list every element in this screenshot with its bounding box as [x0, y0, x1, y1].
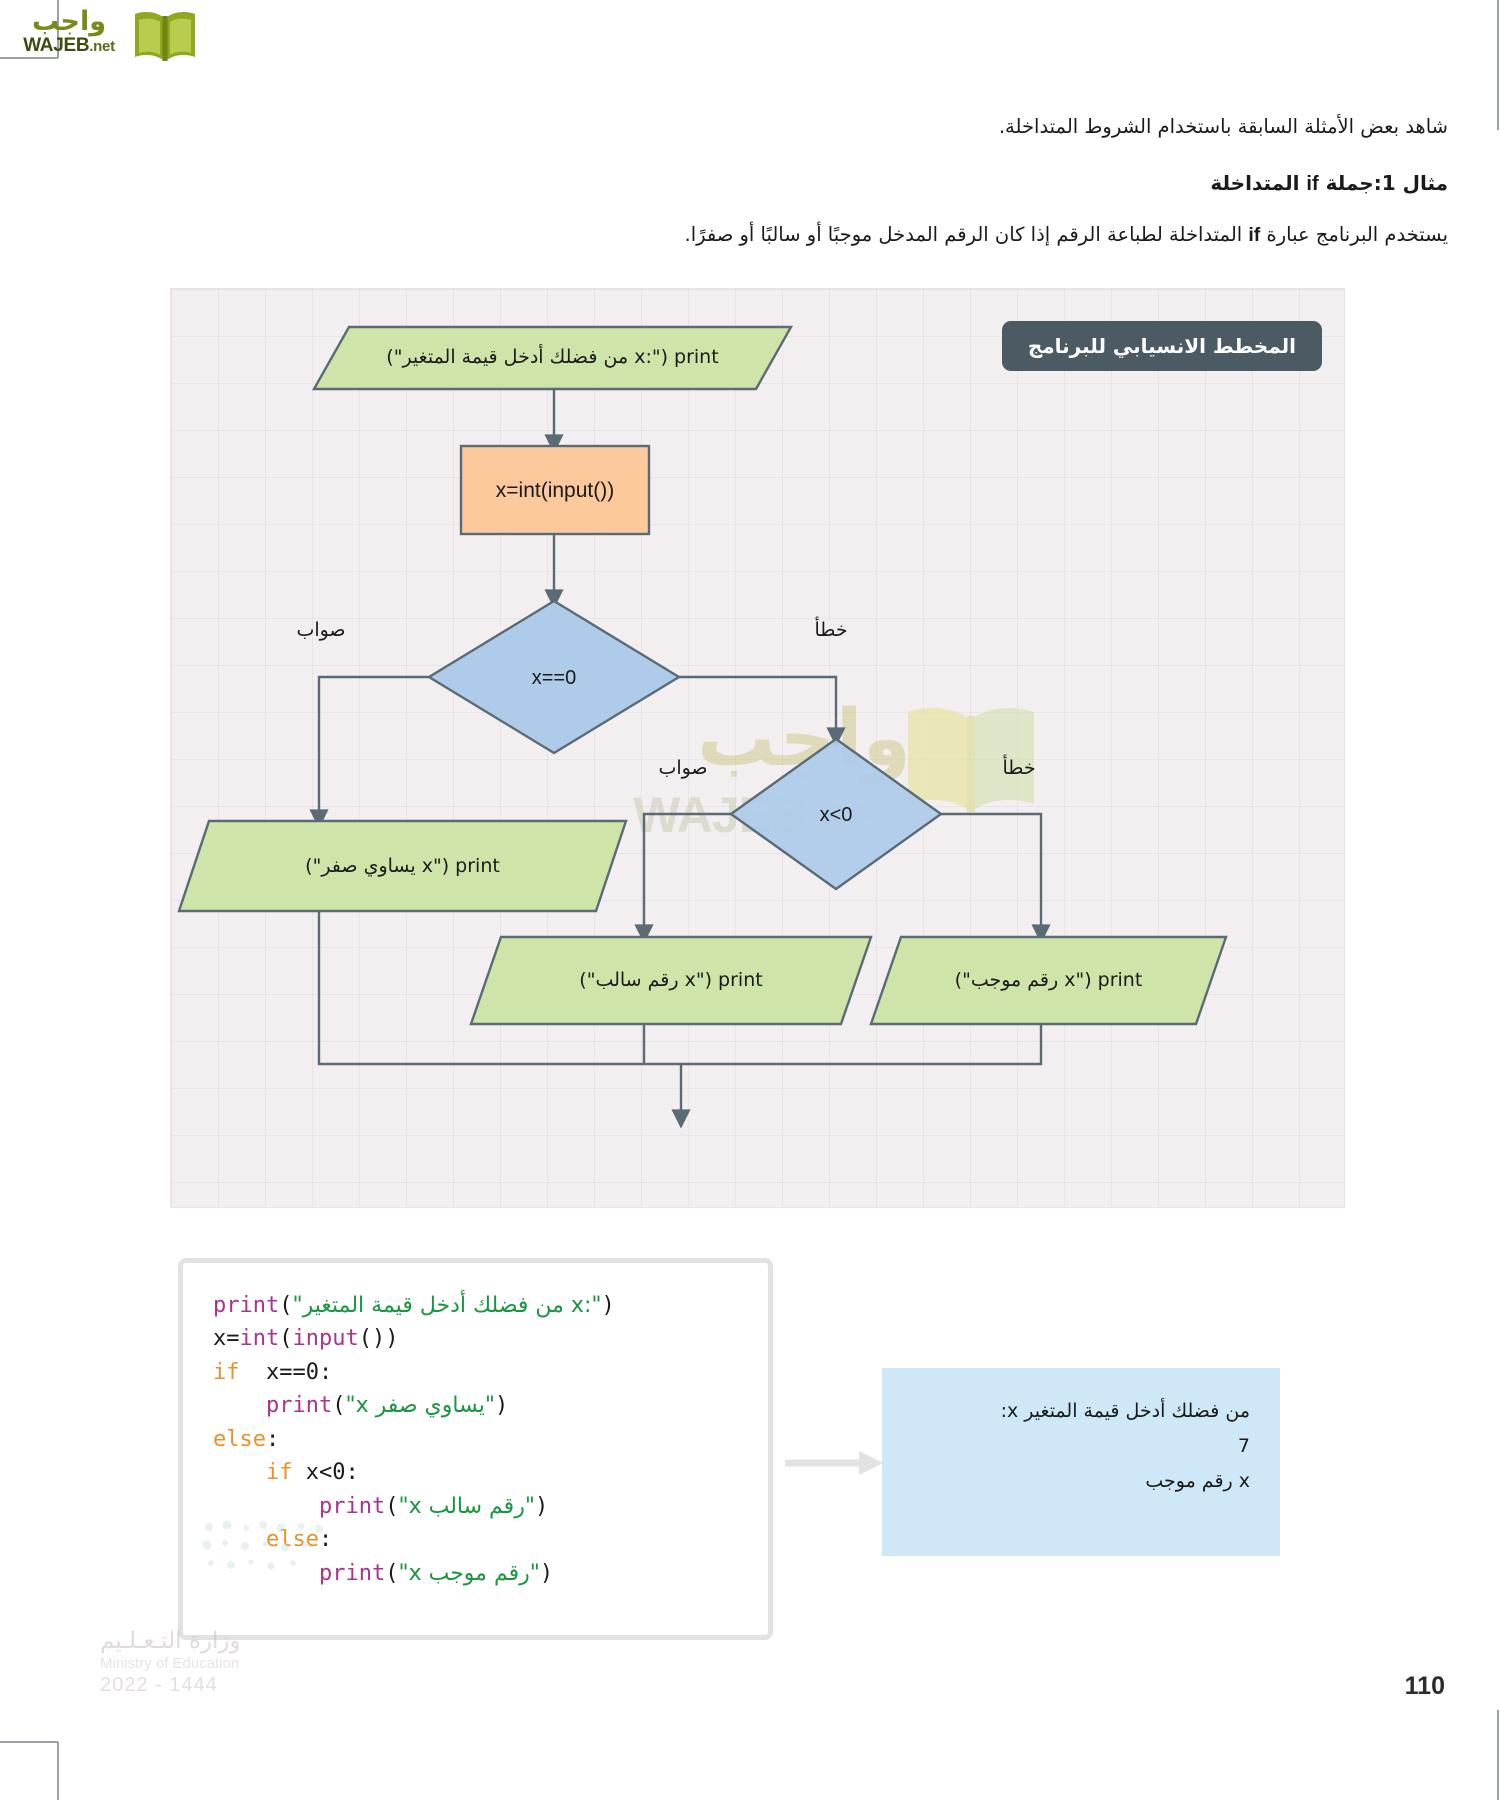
ministry-years: 2022 - 1444 [100, 1673, 218, 1696]
code-content: print("من فضلك أدخل قيمة المتغير x:") x=… [213, 1293, 615, 1586]
intro-lead: شاهد بعض الأمثلة السابقة باستخدام الشروط… [998, 115, 1448, 138]
crop-mark-top-left-vertical [57, 0, 59, 58]
flowchart-panel: واجب WAJEB.net [170, 288, 1345, 1208]
flowchart-graphics [177, 325, 1228, 1129]
wajeb-logo-english: WAJEB.net [23, 35, 115, 57]
wajeb-logo-arabic: واجب [31, 6, 107, 37]
page-number: 110 [1404, 1672, 1445, 1700]
output-line-result: x رقم موجب [1145, 1470, 1250, 1493]
wajeb-logo-text: واجب WAJEB.net [13, 6, 125, 57]
output-line-value: 7 [1237, 1435, 1250, 1458]
output-line-prompt: من فضلك أدخل قيمة المتغير x: [1000, 1400, 1250, 1422]
ministry-name-english: Ministry of Education [100, 1655, 240, 1673]
crop-mark-top-right-vertical [1497, 0, 1499, 130]
ministry-of-education-watermark: وزارة التـعـلـيم Ministry of Education 2… [100, 1628, 350, 1697]
program-output-box: من فضلك أدخل قيمة المتغير x: 7 x رقم موج… [882, 1368, 1280, 1556]
intro-text: شاهد بعض الأمثلة السابقة باستخدام الشروط… [338, 112, 1449, 250]
open-book-icon [135, 12, 195, 61]
example-description: يستخدم البرنامج عبارة if المتداخلة لطباع… [684, 223, 1449, 247]
code-to-output-arrow-icon [785, 1451, 883, 1475]
ministry-name-arabic: وزارة التـعـلـيم [100, 1628, 241, 1654]
wajeb-logo: واجب WAJEB.net [6, 6, 201, 68]
crop-mark-bottom-left-vertical [57, 1742, 59, 1800]
crop-mark-top-left-horizontal [0, 57, 58, 59]
crop-mark-bottom-right-vertical [1497, 1710, 1499, 1800]
crop-mark-bottom-left-horizontal [0, 1741, 58, 1743]
code-block: print("من فضلك أدخل قيمة المتغير x:") x=… [178, 1258, 773, 1640]
flowchart-badge: المخطط الانسيابي للبرنامج [1001, 321, 1322, 371]
example-title: مثال 1:جملة if المتداخلة [1210, 171, 1448, 196]
